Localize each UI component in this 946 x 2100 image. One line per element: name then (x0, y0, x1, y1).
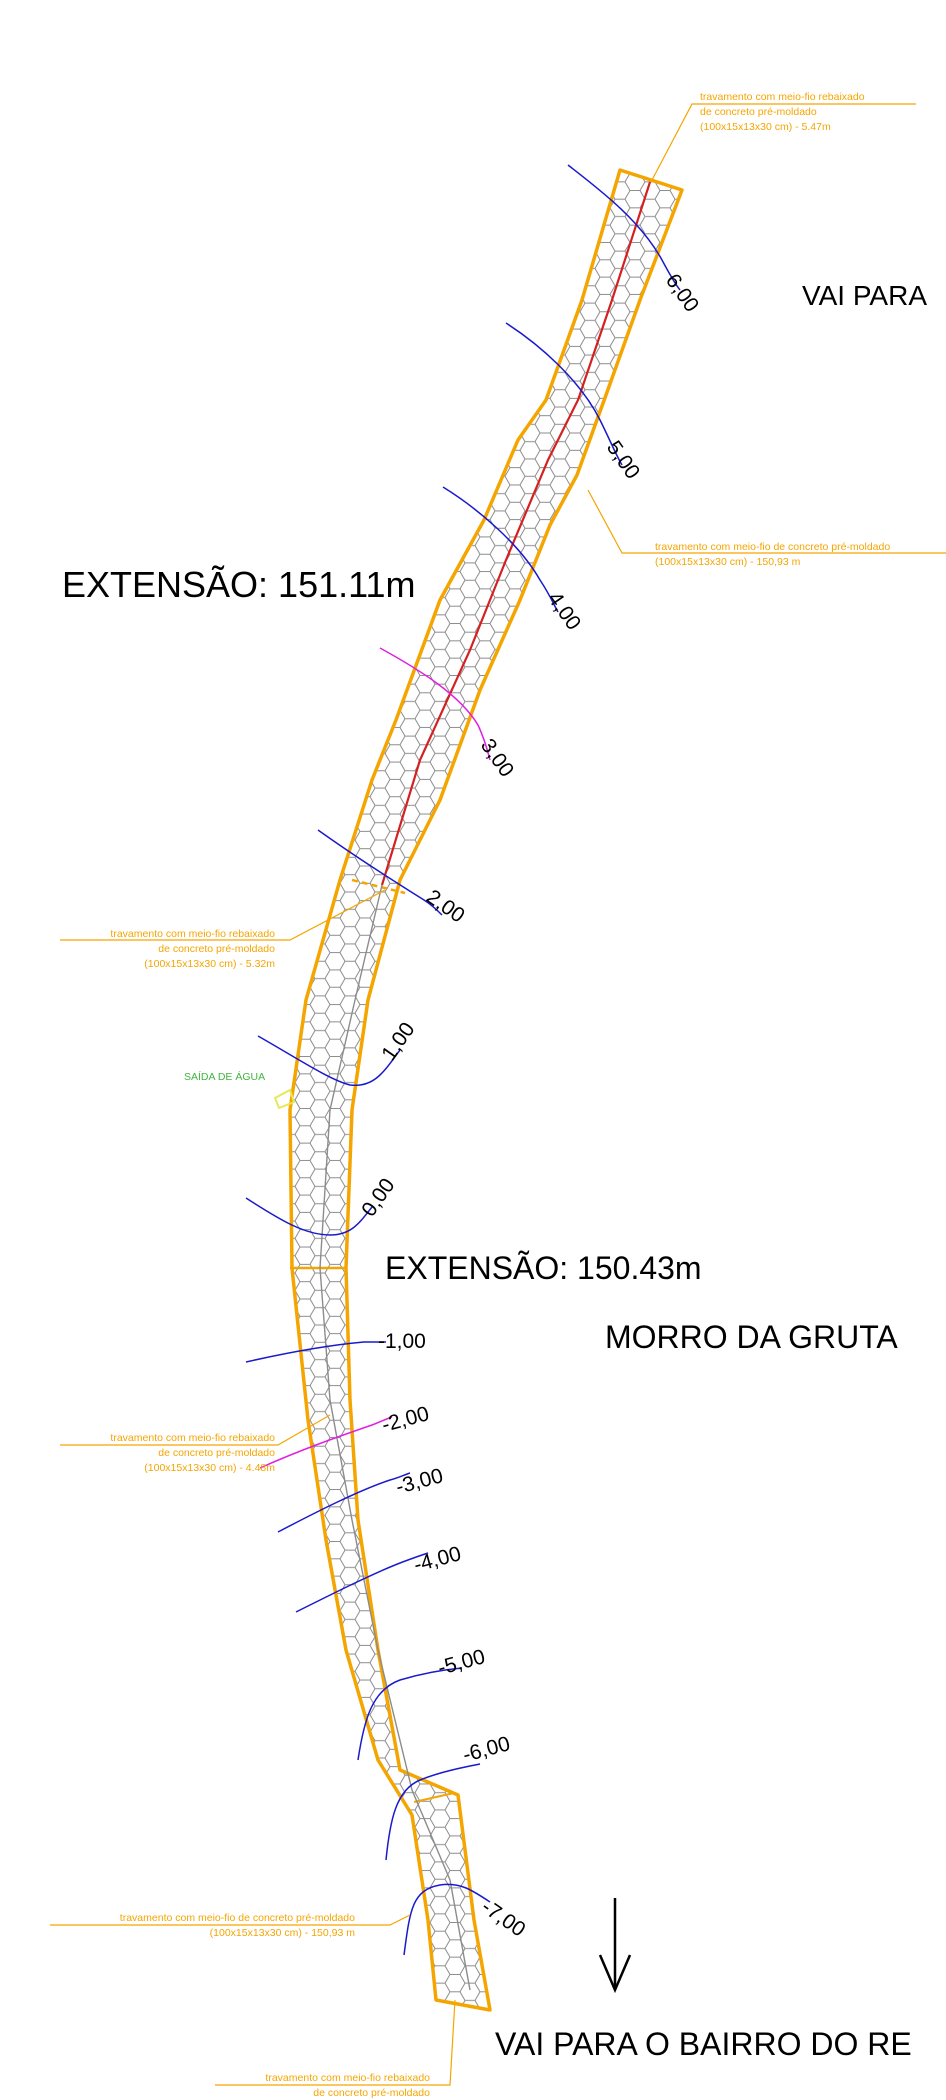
callout-left-bottom: travamento com meio-fio de concreto pré-… (120, 1912, 355, 1939)
goes-to-bottom-label: VAI PARA O BAIRRO DO RE (495, 2026, 912, 2062)
contour-label-m2: -2,00 (379, 1402, 431, 1437)
contour-label-m6: -6,00 (460, 1732, 512, 1767)
contour-lines (245, 164, 681, 1956)
svg-text:de concreto pré-moldado: de concreto pré-moldado (313, 2087, 430, 2099)
contour-label-m7: -7,00 (477, 1895, 529, 1941)
callout-bottom: travamento com meio-fio rebaixado de con… (265, 2072, 430, 2099)
water-outlet-mark (273, 1088, 296, 1110)
contour-label-1: 1,00 (377, 1018, 419, 1065)
direction-arrow-icon (598, 1898, 632, 1994)
svg-text:travamento com meio-fio rebaix: travamento com meio-fio rebaixado (110, 928, 275, 940)
svg-text:(100x15x13x30 cm) - 5.47m: (100x15x13x30 cm) - 5.47m (700, 121, 831, 133)
contour-label-3: 3,00 (476, 735, 518, 782)
svg-text:travamento com meio-fio rebaix: travamento com meio-fio rebaixado (110, 1432, 275, 1444)
svg-text:travamento com meio-fio de con: travamento com meio-fio de concreto pré-… (655, 541, 890, 553)
extension-label-top: EXTENSÃO: 151.11m (62, 564, 415, 605)
callout-left-lower: travamento com meio-fio rebaixado de con… (110, 1432, 275, 1474)
svg-text:de concreto pré-moldado: de concreto pré-moldado (700, 106, 817, 118)
callout-right-mid: travamento com meio-fio de concreto pré-… (655, 541, 890, 568)
callout-leaders (50, 103, 946, 2086)
paved-road (288, 168, 684, 2012)
svg-text:(100x15x13x30 cm) - 150,93 m: (100x15x13x30 cm) - 150,93 m (210, 1927, 356, 1939)
road-center-line (319, 884, 471, 1991)
extension-label-bottom: EXTENSÃO: 150.43m (385, 1250, 702, 1286)
contour-label-m3: -3,00 (393, 1464, 445, 1499)
contour-label-0: 0,00 (357, 1174, 399, 1221)
svg-text:travamento com meio-fio de con: travamento com meio-fio de concreto pré-… (120, 1912, 355, 1924)
svg-text:(100x15x13x30 cm) - 4.48m: (100x15x13x30 cm) - 4.48m (144, 1462, 275, 1474)
contour-label-5: 5,00 (602, 437, 644, 484)
svg-text:travamento com meio-fio rebaix: travamento com meio-fio rebaixado (700, 91, 865, 103)
svg-text:(100x15x13x30 cm) - 150,93 m: (100x15x13x30 cm) - 150,93 m (655, 556, 801, 568)
water-outlet-label: SAÍDA DE ÁGUA (184, 1070, 265, 1083)
contour-label-2: 2,00 (422, 885, 469, 927)
contour-label-6: 6,00 (661, 270, 703, 317)
svg-text:de concreto pré-moldado: de concreto pré-moldado (158, 943, 275, 955)
contour-label-m5: -5,00 (435, 1645, 487, 1680)
svg-text:de concreto pré-moldado: de concreto pré-moldado (158, 1447, 275, 1459)
callout-left-upper: travamento com meio-fio rebaixado de con… (110, 928, 275, 970)
svg-text:(100x15x13x30 cm) - 5.32m: (100x15x13x30 cm) - 5.32m (144, 958, 275, 970)
contour-label-m4: -4,00 (411, 1542, 463, 1577)
road-axis-line (380, 181, 652, 886)
contour-label-m1: -1,00 (378, 1330, 426, 1353)
locality-label: MORRO DA GRUTA (605, 1319, 898, 1355)
goes-to-top-label: VAI PARA (802, 280, 927, 311)
callout-top-right: travamento com meio-fio rebaixado de con… (700, 91, 865, 133)
svg-text:travamento com meio-fio rebaix: travamento com meio-fio rebaixado (265, 2072, 430, 2084)
